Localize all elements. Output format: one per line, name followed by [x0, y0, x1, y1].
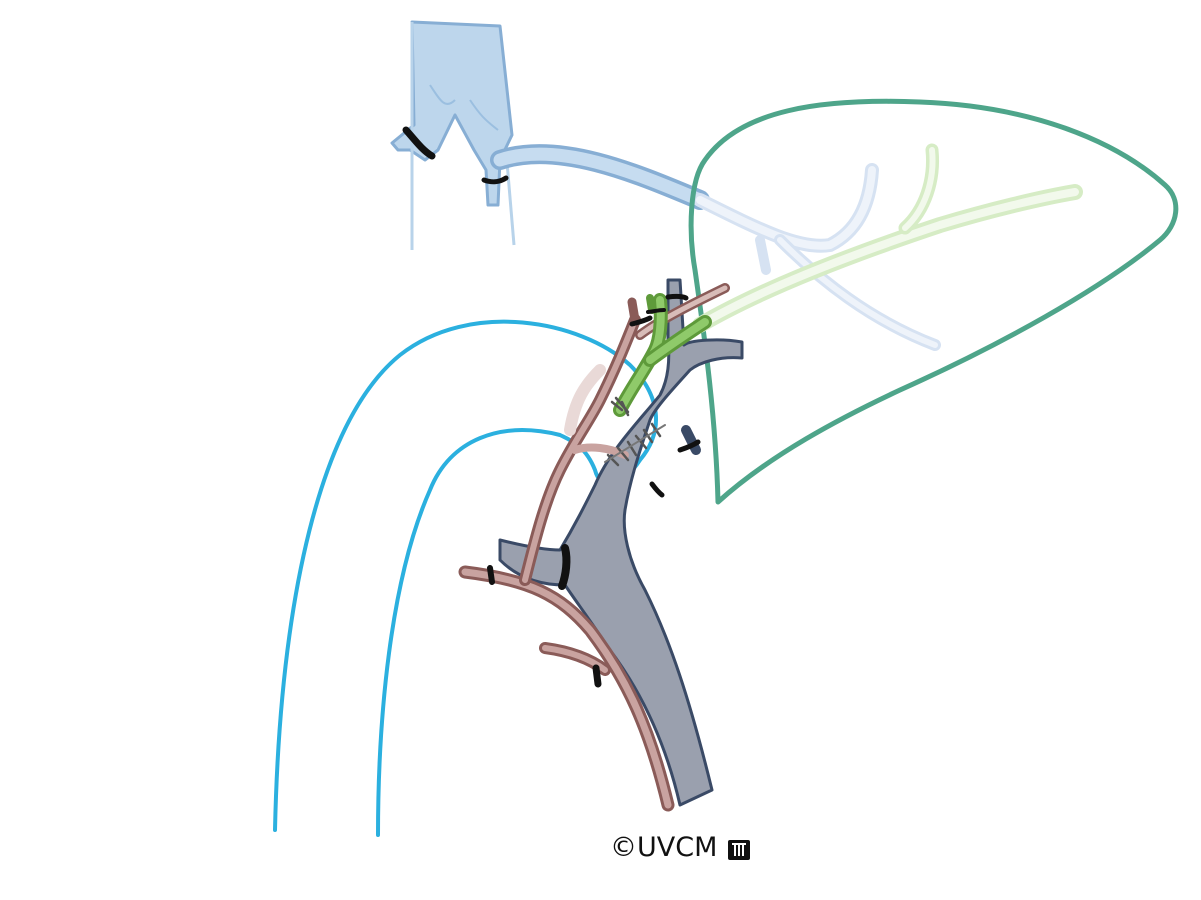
uvcm-logo-icon: [728, 840, 750, 860]
ligature-clips: [402, 126, 701, 688]
hepatic-vein: [490, 144, 941, 351]
vena-cava: [390, 20, 516, 250]
hepatic-artery: [458, 283, 730, 812]
bile-duct: [613, 293, 712, 417]
anastomosis-sutures: [604, 396, 666, 467]
bowel-loop: [273, 319, 658, 837]
bile-duct-intrahepatic: [692, 143, 1083, 333]
liver-outline: [688, 98, 1179, 505]
hepatic-artery-faded: [564, 364, 606, 436]
copyright-credit: ©UVCM: [610, 832, 717, 863]
copyright-text: ©UVCM: [610, 832, 718, 863]
